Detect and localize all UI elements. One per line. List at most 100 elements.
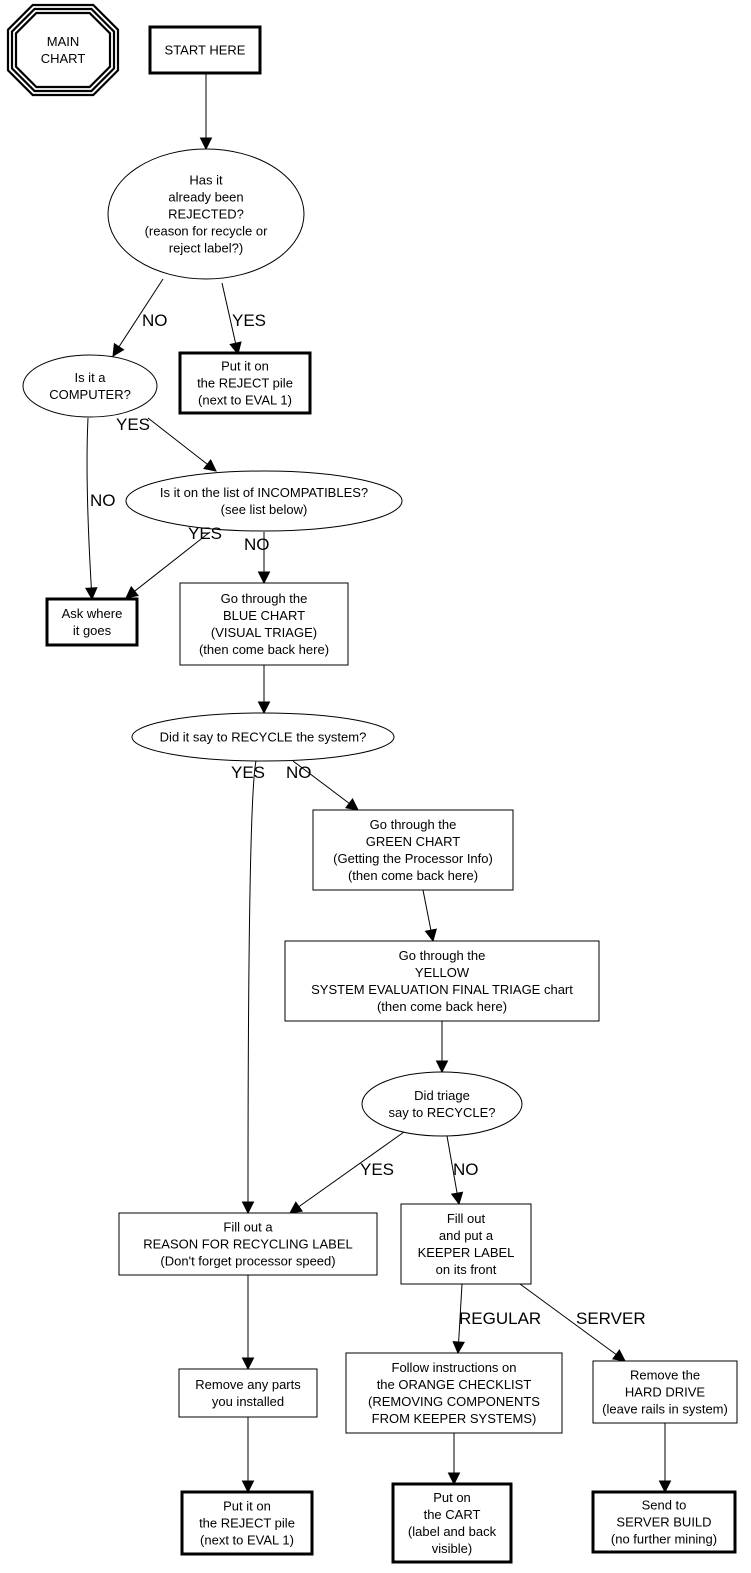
edge-keeper-label-to-orange	[452, 1283, 465, 1355]
arrowhead-icon	[241, 1357, 255, 1371]
edge-line	[458, 1283, 463, 1343]
node-recycle-q: Did it say to RECYCLE the system?	[131, 712, 395, 762]
node-label-line: the ORANGE CHECKLIST	[377, 1377, 532, 1392]
arrowhead-icon	[241, 1480, 255, 1494]
node-label-line: REASON FOR RECYCLING LABEL	[143, 1237, 353, 1252]
node-label-line: Is it a	[74, 370, 106, 385]
node-label-line: Did triage	[414, 1088, 470, 1103]
arrowhead-icon	[435, 1060, 449, 1074]
edge-label: YES	[116, 415, 150, 434]
node-label-line: Go through the	[221, 591, 308, 606]
arrowhead-icon	[424, 928, 437, 943]
process-box	[179, 582, 349, 666]
node-orange: Follow instructions on the ORANGE CHECKLI…	[345, 1352, 563, 1434]
octagon-border	[14, 11, 112, 89]
edge-label: YES	[231, 763, 265, 782]
arrowhead-icon	[345, 798, 359, 811]
node-label-line: (then come back here)	[199, 642, 329, 657]
decision-ellipse	[107, 148, 305, 280]
edge-yellow-to-triage-q	[435, 1021, 449, 1074]
edge-orange-to-cart	[447, 1433, 461, 1486]
decision-ellipse	[131, 712, 395, 762]
terminal-box	[45, 597, 139, 647]
node-label-line: Fill out a	[223, 1220, 273, 1235]
process-box	[118, 1212, 378, 1276]
edge-line	[134, 531, 211, 592]
node-label-line: Did it say to RECYCLE the system?	[160, 730, 367, 745]
node-label-line: (then come back here)	[377, 999, 507, 1014]
edge-line	[118, 278, 164, 348]
node-label-line: (next to EVAL 1)	[198, 393, 292, 408]
node-label-line: Remove any parts	[195, 1377, 301, 1392]
node-label-line: Is it on the list of INCOMPATIBLES?	[160, 485, 368, 500]
node-label-line: (next to EVAL 1)	[200, 1533, 294, 1548]
node-computer-q: Is it a COMPUTER?	[22, 354, 158, 418]
edge-recycle-q-to-reason-label	[241, 760, 257, 1215]
edge-incompat-q-to-blue	[257, 532, 271, 585]
node-label-line: SYSTEM EVALUATION FINAL TRIAGE chart	[311, 982, 573, 997]
node-label-line: HARD DRIVE	[625, 1385, 706, 1400]
node-label-line: (Getting the Processor Info)	[333, 851, 493, 866]
edge-label: NO	[244, 535, 270, 554]
edge-label: SERVER	[576, 1309, 646, 1328]
node-label-line: START HERE	[165, 43, 246, 58]
terminal-box	[178, 351, 312, 415]
edge-remove-parts-to-reject2	[241, 1417, 255, 1494]
edge-hard-drive-to-server-build	[658, 1423, 672, 1494]
node-label-line: (no further mining)	[611, 1532, 717, 1547]
terminal-box	[591, 1490, 737, 1554]
decision-ellipse	[361, 1071, 523, 1137]
node-label-line: (REMOVING COMPONENTS	[368, 1394, 540, 1409]
arrowhead-icon	[203, 458, 217, 472]
edge-label: NO	[453, 1160, 479, 1179]
arrowhead-icon	[85, 587, 98, 601]
node-label-line: Fill out	[447, 1211, 486, 1226]
edges-layer	[85, 73, 672, 1494]
edge-label: NO	[142, 311, 168, 330]
node-label-line: Has it	[189, 173, 223, 188]
node-label-line: Go through the	[370, 817, 457, 832]
edge-start-to-rejected-q	[199, 73, 213, 151]
node-label-line: Go through the	[399, 948, 486, 963]
edge-computer-q-to-ask	[85, 417, 98, 601]
terminal-box	[180, 1490, 314, 1556]
arrowhead-icon	[112, 342, 125, 357]
edge-label: NO	[286, 763, 312, 782]
edge-line	[86, 417, 92, 589]
edge-rejected-q-to-computer-q	[112, 278, 164, 357]
process-box	[345, 1352, 563, 1434]
node-label-line: Follow instructions on	[392, 1360, 517, 1375]
node-label-line: CHART	[41, 51, 86, 66]
arrowhead-icon	[257, 571, 271, 585]
node-label-line: (VISUAL TRIAGE)	[211, 625, 317, 640]
node-label-line: Put on	[433, 1490, 471, 1505]
arrowhead-icon	[658, 1480, 672, 1494]
node-label-line: COMPUTER?	[49, 387, 131, 402]
decision-ellipse	[22, 354, 158, 418]
node-label-line: visible)	[432, 1541, 472, 1556]
node-label-line: BLUE CHART	[223, 608, 305, 623]
node-label-line: (leave rails in system)	[602, 1402, 728, 1417]
node-label-line: Put it on	[223, 1499, 271, 1514]
edge-triage-q-to-reason-label	[289, 1131, 405, 1214]
edge-line	[147, 417, 208, 465]
edge-keeper-label-to-hard-drive	[519, 1283, 626, 1362]
arrowhead-icon	[289, 1201, 304, 1214]
node-label-line: on its front	[436, 1262, 497, 1277]
process-box	[284, 940, 600, 1022]
arrowhead-icon	[452, 1341, 465, 1355]
